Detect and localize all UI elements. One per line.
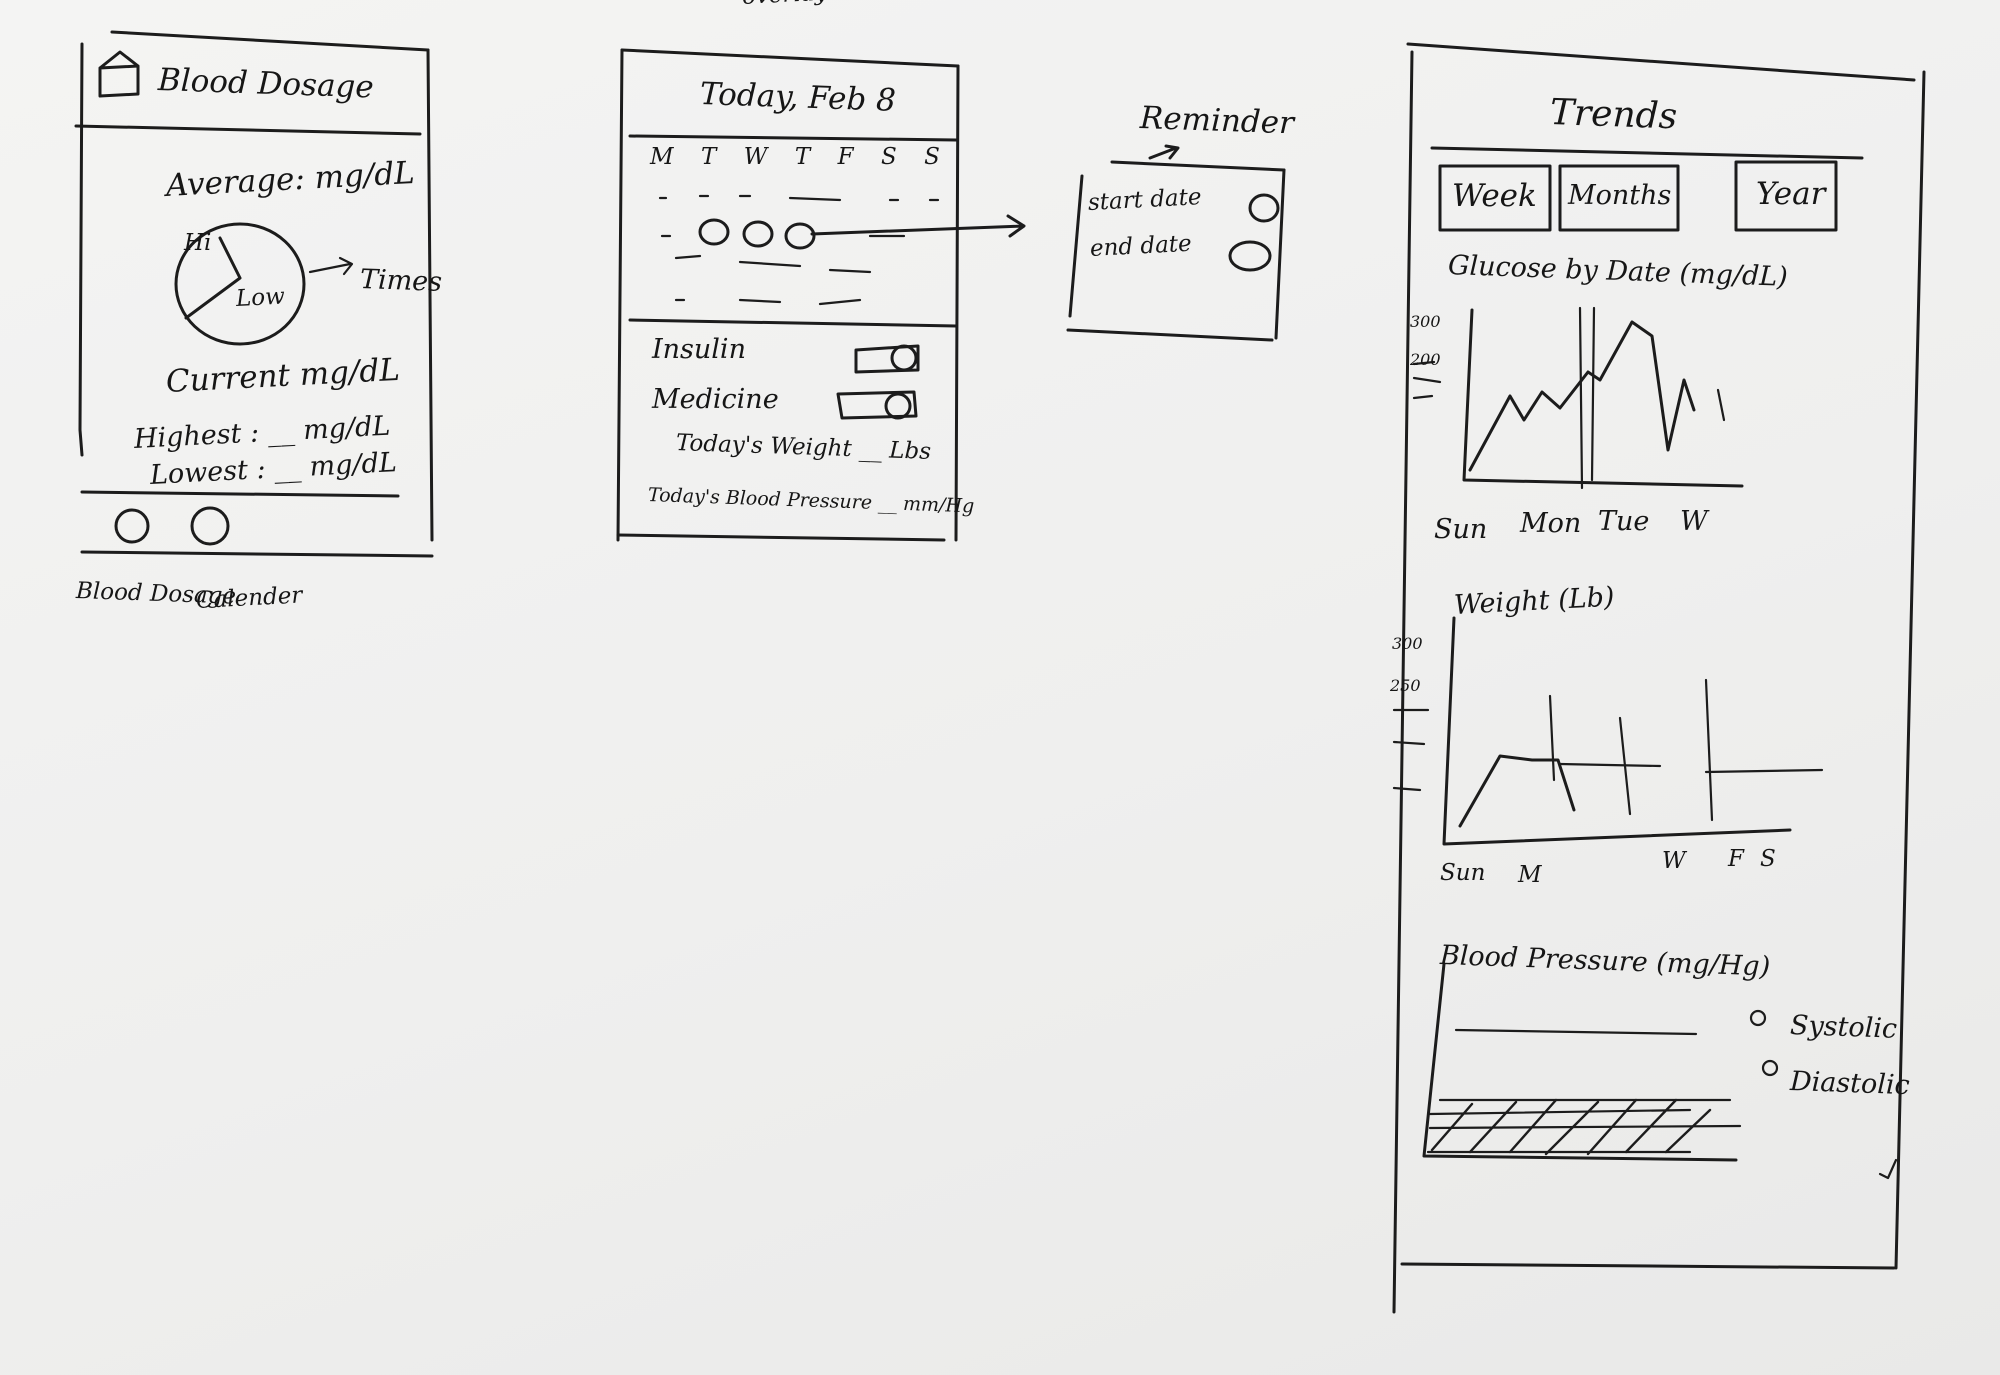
bp-axis <box>1422 962 1738 1162</box>
screen2-frame <box>616 48 1026 542</box>
pie-slice-line <box>184 236 242 320</box>
weekday: S <box>924 144 940 170</box>
calendar-title: Today, Feb 8 <box>699 76 897 119</box>
weekday: M <box>650 144 674 170</box>
pie-times-label: Times <box>359 264 443 298</box>
reminder-frame <box>1066 144 1286 342</box>
bp-legend-diastolic: Diastolic <box>1789 1066 1911 1102</box>
glucose-line <box>1468 320 1696 472</box>
medicine-toggle <box>836 390 918 420</box>
weight-day-label: M <box>1518 862 1542 888</box>
insulin-label: Insulin <box>652 334 746 365</box>
glucose-tick: 300 <box>1410 312 1441 331</box>
calendar-day-dot <box>784 222 816 250</box>
tab-week-frame <box>1438 164 1552 232</box>
pie-chart <box>174 222 306 346</box>
weight-day-label: Sun <box>1440 860 1486 886</box>
weekday: F <box>837 144 854 170</box>
trends-title: Trends <box>1549 92 1678 138</box>
screen1-frame <box>74 30 434 558</box>
end-date-toggle <box>1228 240 1272 272</box>
reminder-title: Reminder <box>1139 100 1295 142</box>
weekday-row: M T W T F S S <box>650 144 940 170</box>
diastolic-legend-dot <box>1761 1059 1779 1077</box>
glucose-day-label: W <box>1680 506 1708 537</box>
trends-frame <box>1392 42 1926 1314</box>
end-date-label[interactable]: end date <box>1089 230 1193 262</box>
weight-day-label: W <box>1662 848 1686 874</box>
bp-diastolic-band <box>1426 1098 1732 1154</box>
nav-calendar-icon <box>190 506 230 546</box>
start-date-toggle <box>1248 193 1280 223</box>
pie-low-label: Low <box>235 283 286 312</box>
tab-months[interactable]: Months <box>1568 180 1672 211</box>
weight-tick: 300 <box>1392 634 1423 653</box>
weight-tick: 250 <box>1390 676 1421 695</box>
calendar-day-dot <box>742 220 774 248</box>
arrow-to-reminder <box>810 214 1026 238</box>
glucose-day-label: Sun <box>1434 514 1488 545</box>
tab-months-frame <box>1558 164 1680 232</box>
glucose-day-label: Tue <box>1598 506 1650 537</box>
tab-week[interactable]: Week <box>1452 178 1537 214</box>
weight-axis <box>1442 616 1792 846</box>
glucose-day-label: Mon <box>1520 508 1582 539</box>
glucose-axis <box>1462 308 1744 488</box>
nav-label-calendar: Calender <box>195 582 303 614</box>
tab-year[interactable]: Year <box>1756 176 1826 212</box>
bp-legend-systolic: Systolic <box>1789 1010 1898 1045</box>
weight-day-label: S <box>1760 846 1776 872</box>
weekday: T <box>700 144 717 170</box>
glucose-tick: 200 <box>1410 350 1441 369</box>
weekday: W <box>743 144 768 170</box>
medicine-label: Medicine <box>652 384 779 415</box>
weight-day-label: F <box>1728 846 1744 872</box>
pie-hi-label: Hi <box>184 230 212 256</box>
systolic-legend-dot <box>1749 1009 1767 1027</box>
weekday: S <box>880 144 897 170</box>
weekday: T <box>794 144 811 170</box>
weight-line <box>1458 754 1576 828</box>
tab-year-frame <box>1734 160 1838 232</box>
nav-blood-dosage-icon <box>114 508 150 544</box>
screen1-title: Blood Dosage <box>157 62 375 106</box>
calendar-day-dot <box>698 218 730 246</box>
blood-dosage-logo-icon <box>98 50 140 98</box>
